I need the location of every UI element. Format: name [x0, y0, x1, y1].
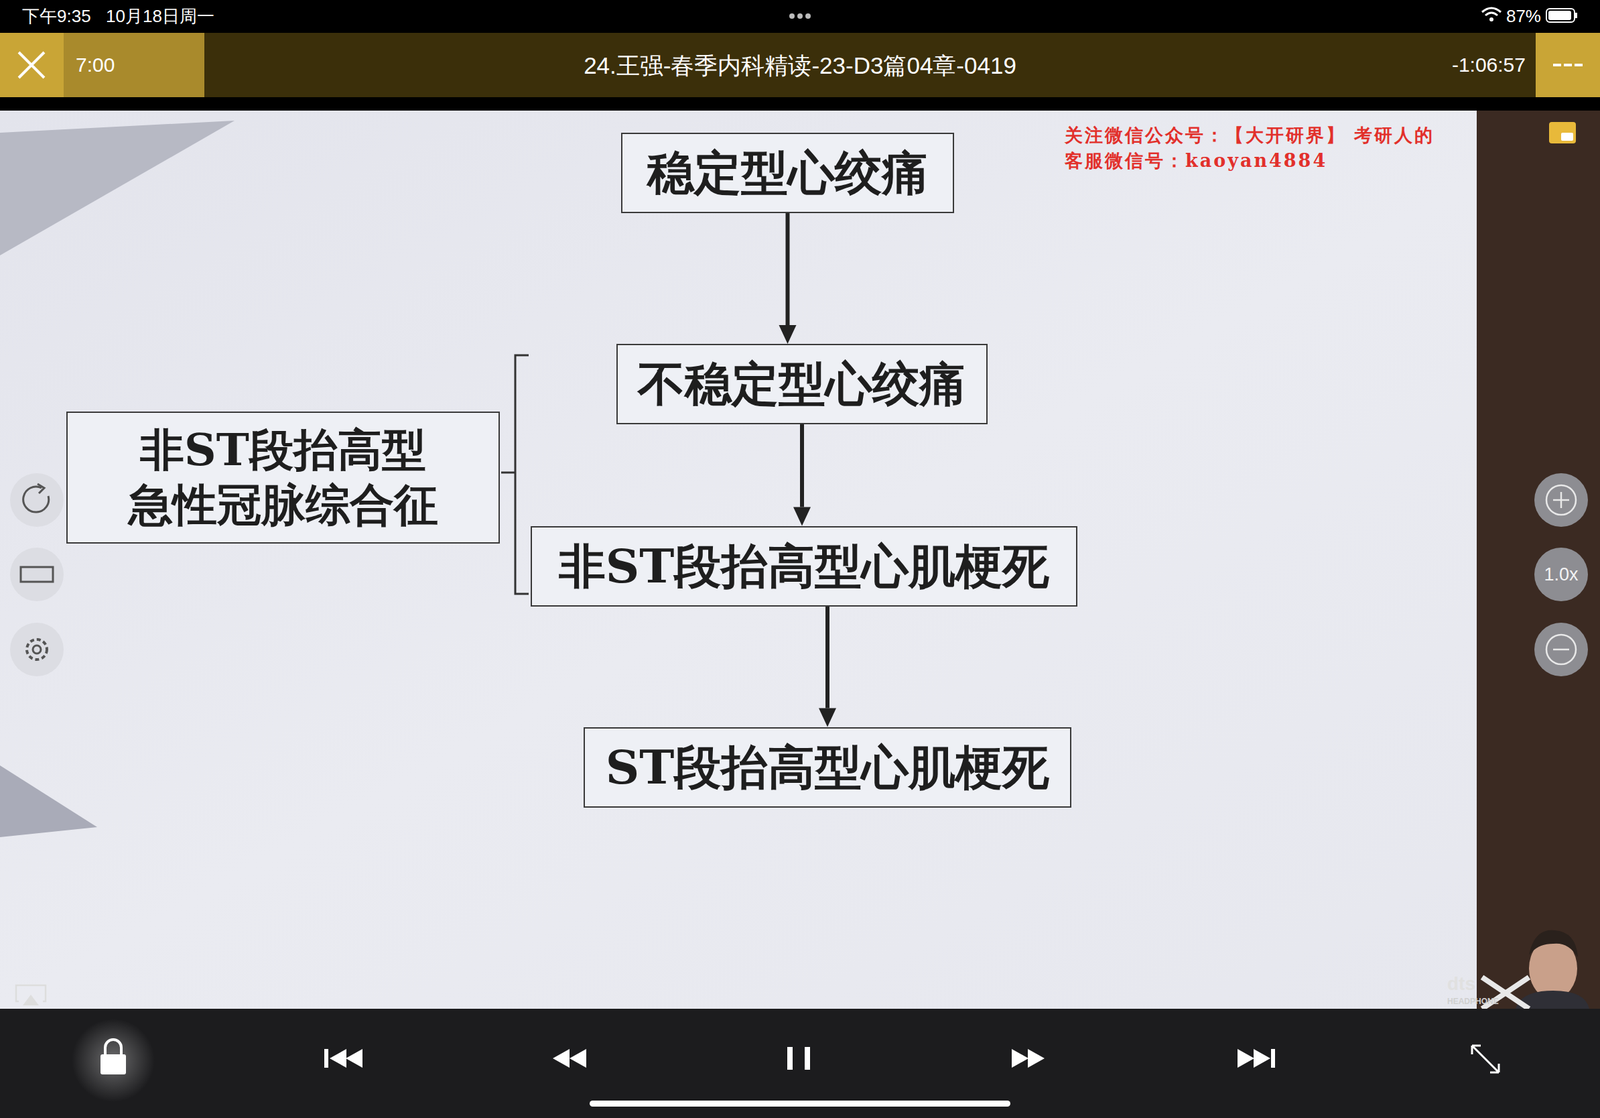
label-text: 7:00	[75, 54, 115, 76]
settings-button	[10, 622, 64, 677]
rotate-icon	[23, 486, 49, 512]
battery-level	[1548, 10, 1572, 21]
speed-button	[1534, 547, 1588, 602]
arrow-head	[779, 324, 797, 344]
control-bar	[0, 1008, 1600, 1118]
next-icon	[1237, 1048, 1255, 1068]
ab-loop-button	[10, 547, 64, 602]
title-bar	[0, 32, 1600, 98]
label-text: 下午9:35	[22, 7, 92, 25]
arrow-head	[818, 708, 837, 727]
close-icon	[18, 52, 45, 78]
lock-icon	[100, 1053, 126, 1075]
wifi-icon	[1482, 8, 1501, 16]
prev-icon	[345, 1048, 363, 1068]
wifi-icon	[1489, 17, 1494, 22]
label-text: 87%	[1506, 7, 1542, 25]
label-text: dts	[1447, 974, 1476, 993]
battery-tip	[1575, 12, 1578, 19]
next-icon	[1253, 1048, 1271, 1068]
label-text: 24.王强-春季内科精读-23-D3篇04章-0419	[583, 53, 1017, 78]
home-indicator	[589, 1100, 1011, 1107]
process-box: ST段抬高型心肌梗死	[583, 726, 1072, 808]
gear-icon	[32, 645, 41, 654]
zoom-in-icon	[1553, 491, 1570, 508]
zoom-in-icon	[1546, 485, 1576, 515]
close-button	[0, 32, 64, 98]
rewind-icon	[569, 1048, 587, 1068]
rotate-icon	[37, 483, 45, 494]
box-text: 不稳定型心绞痛	[637, 354, 967, 414]
label-text: 关注微信公众号：【大开研界】 考研人的	[1064, 125, 1435, 145]
box-text: 非ST段抬高型心肌梗死	[558, 536, 1050, 596]
arrow-connector	[818, 606, 837, 727]
lock-glow	[71, 1018, 155, 1102]
menu-icon	[1553, 63, 1583, 67]
next-icon	[1271, 1048, 1276, 1068]
process-box: 稳定型心绞痛	[621, 132, 955, 214]
zoom-in-button	[1534, 473, 1588, 527]
progress-segment	[0, 32, 205, 98]
process-box: 非ST段抬高型心肌梗死	[530, 525, 1078, 607]
arrow-connector	[779, 213, 797, 345]
menu-button	[1535, 32, 1600, 98]
box-text: 稳定型心绞痛	[647, 143, 929, 203]
slide-shade	[0, 120, 235, 256]
zoom-out-icon	[1546, 634, 1576, 664]
zoom-out-button	[1534, 622, 1588, 677]
dot	[805, 13, 811, 19]
arrow-connector	[793, 424, 811, 526]
box-text: 非ST段抬高型 急性冠脉综合征	[85, 422, 482, 533]
label-text: 10月18日周一	[105, 7, 215, 25]
label-text: -1:06:57	[1451, 54, 1526, 76]
arrow-line	[825, 606, 830, 709]
process-box: 不稳定型心绞痛	[616, 343, 988, 425]
bracket	[501, 355, 529, 594]
arrow-head	[793, 507, 811, 526]
prev-icon	[329, 1048, 347, 1068]
gear-icon	[26, 639, 47, 660]
pip-icon	[1549, 121, 1576, 144]
slide-shade	[0, 765, 98, 837]
black-band	[0, 97, 1600, 111]
pip-icon	[1561, 132, 1574, 141]
dot	[797, 13, 803, 19]
status-bar	[0, 0, 1600, 33]
pause-icon	[804, 1046, 811, 1070]
pause-icon	[787, 1046, 793, 1070]
zoom-out-icon	[1553, 648, 1570, 651]
label-text: 客服微信号：kaoyan4884	[1064, 151, 1328, 170]
side-strip	[1476, 110, 1600, 1009]
lock-icon	[105, 1039, 122, 1054]
forward-icon	[1011, 1048, 1029, 1068]
fullscreen-icon	[1472, 1045, 1499, 1073]
prev-icon	[324, 1048, 329, 1068]
process-box: 非ST段抬高型 急性冠脉综合征	[66, 411, 500, 544]
arrow-line	[800, 424, 805, 508]
rotate-button	[10, 473, 64, 527]
arrow-line	[785, 213, 790, 326]
presenter-hair	[1528, 929, 1578, 957]
label-text: HEADPHONE	[1447, 996, 1499, 1006]
ab-loop-icon	[20, 566, 53, 582]
airplay-icon	[22, 994, 39, 1006]
rewind-icon	[552, 1048, 570, 1068]
slide-background	[0, 110, 1600, 1009]
box-text: ST段抬高型心肌梗死	[605, 737, 1050, 797]
label-text: 1.0x	[1543, 565, 1578, 584]
battery-icon	[1546, 8, 1575, 23]
forward-icon	[1027, 1048, 1045, 1068]
dot	[789, 13, 795, 19]
